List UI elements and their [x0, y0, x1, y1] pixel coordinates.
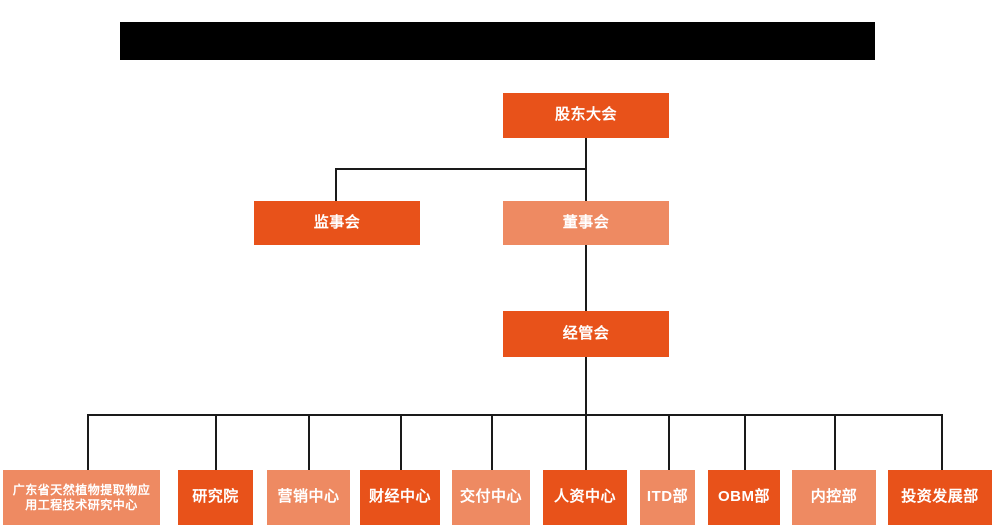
connector-level2-bus — [335, 168, 587, 170]
connector-shareholders-stem — [585, 138, 587, 170]
node-shareholders[interactable]: 股东大会 — [503, 93, 669, 138]
connector-drop-delivery — [491, 414, 493, 470]
connector-directors-to-management — [585, 241, 587, 311]
node-research-center[interactable]: 广东省天然植物提取物应 用工程技术研究中心 — [3, 470, 160, 525]
node-hr-label: 人资中心 — [553, 488, 616, 506]
connector-drop-marketing — [308, 414, 310, 470]
node-investment-label: 投资发展部 — [901, 488, 979, 506]
node-marketing-label: 营销中心 — [277, 488, 340, 506]
connector-drop-finance — [400, 414, 402, 470]
node-investment[interactable]: 投资发展部 — [888, 470, 992, 525]
node-directors-label: 董事会 — [562, 213, 610, 231]
node-research-center-label: 广东省天然植物提取物应 用工程技术研究中心 — [3, 483, 160, 513]
title-banner — [120, 22, 875, 60]
connector-management-stem — [585, 357, 587, 415]
node-internal-control[interactable]: 内控部 — [792, 470, 876, 525]
node-delivery[interactable]: 交付中心 — [452, 470, 530, 525]
node-itd-label: ITD部 — [646, 488, 689, 506]
node-finance[interactable]: 财经中心 — [360, 470, 440, 525]
node-obm-label: OBM部 — [718, 488, 770, 506]
node-marketing[interactable]: 营销中心 — [267, 470, 350, 525]
node-institute-label: 研究院 — [192, 488, 239, 506]
node-directors[interactable]: 董事会 — [503, 201, 669, 245]
node-research-center-label-line1: 广东省天然植物提取物应 — [12, 482, 151, 497]
connector-drop-internal-control — [834, 414, 836, 470]
node-research-center-label-line2: 用工程技术研究中心 — [25, 497, 138, 512]
node-finance-label: 财经中心 — [368, 488, 431, 506]
node-supervisors[interactable]: 监事会 — [254, 201, 420, 245]
connector-to-supervisors — [335, 168, 337, 201]
connector-drop-obm — [744, 414, 746, 470]
connector-departments-bus — [87, 414, 942, 416]
node-delivery-label: 交付中心 — [459, 488, 522, 506]
node-shareholders-label: 股东大会 — [554, 106, 617, 124]
connector-drop-investment — [941, 414, 943, 470]
node-obm[interactable]: OBM部 — [708, 470, 780, 525]
node-management-label: 经管会 — [562, 324, 610, 342]
node-hr[interactable]: 人资中心 — [543, 470, 627, 525]
node-institute[interactable]: 研究院 — [178, 470, 253, 525]
node-management[interactable]: 经管会 — [503, 311, 669, 357]
node-internal-control-label: 内控部 — [810, 488, 858, 506]
connector-drop-research-center — [87, 414, 89, 470]
connector-drop-hr — [585, 414, 587, 470]
connector-drop-institute — [215, 414, 217, 470]
node-supervisors-label: 监事会 — [313, 213, 361, 231]
connector-to-directors — [585, 168, 587, 201]
node-itd[interactable]: ITD部 — [640, 470, 695, 525]
connector-drop-itd — [668, 414, 670, 470]
